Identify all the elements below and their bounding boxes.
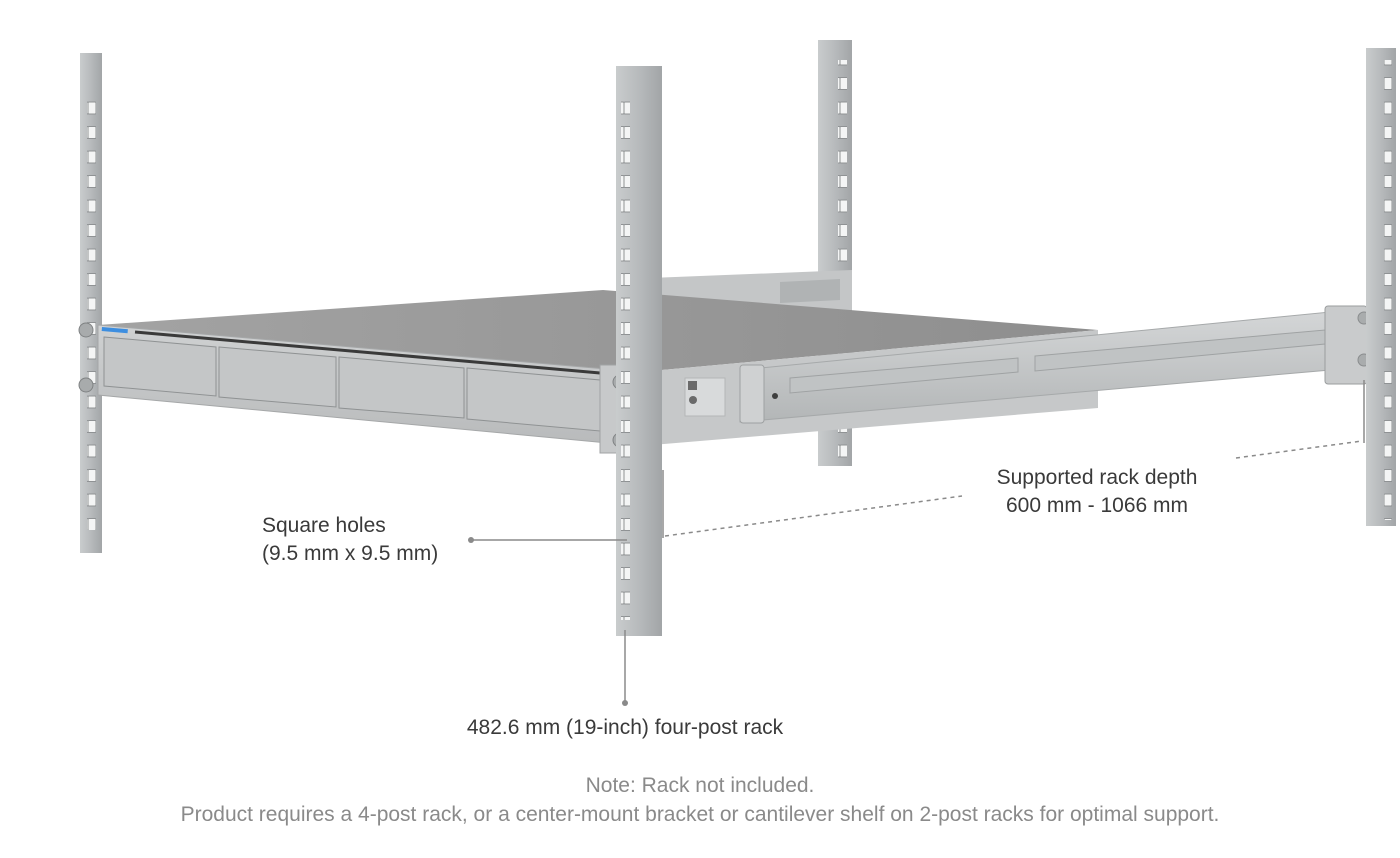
rack-post-right <box>1366 48 1396 526</box>
callout-rack-depth: Supported rack depth 600 mm - 1066 mm <box>972 464 1222 520</box>
callout-rack-size-leader <box>622 630 628 706</box>
callout-rack-depth-title: Supported rack depth <box>996 466 1198 489</box>
callout-square-holes-leader <box>468 537 627 543</box>
callout-square-holes-title: Square holes <box>262 514 386 537</box>
chassis-top <box>98 290 1098 372</box>
callout-rack-size: 482.6 mm (19-inch) four-post rack <box>466 716 784 739</box>
screw-icon <box>78 377 94 393</box>
drive-bay-1 <box>103 336 217 397</box>
drive-bay-3 <box>338 356 465 419</box>
mounting-rail <box>739 305 1371 424</box>
drive-bay-2 <box>218 346 337 408</box>
callout-rack-depth-dimension <box>662 380 1365 538</box>
note-rack-requirement: Product requires a 4-post rack, or a cen… <box>180 803 1220 826</box>
callout-square-holes-size: (9.5 mm x 9.5 mm) <box>262 542 439 565</box>
status-led-bar <box>101 327 128 334</box>
screw-icon <box>78 322 94 338</box>
rack-post-back-left <box>80 53 102 553</box>
chassis-label-area <box>684 377 726 417</box>
callout-rack-depth-range: 600 mm - 1066 mm <box>1005 494 1189 517</box>
callout-square-holes: Square holes (9.5 mm x 9.5 mm) <box>262 512 438 568</box>
rack-post-front-center <box>616 66 662 636</box>
note-rack-not-included: Note: Rack not included. <box>585 774 815 797</box>
